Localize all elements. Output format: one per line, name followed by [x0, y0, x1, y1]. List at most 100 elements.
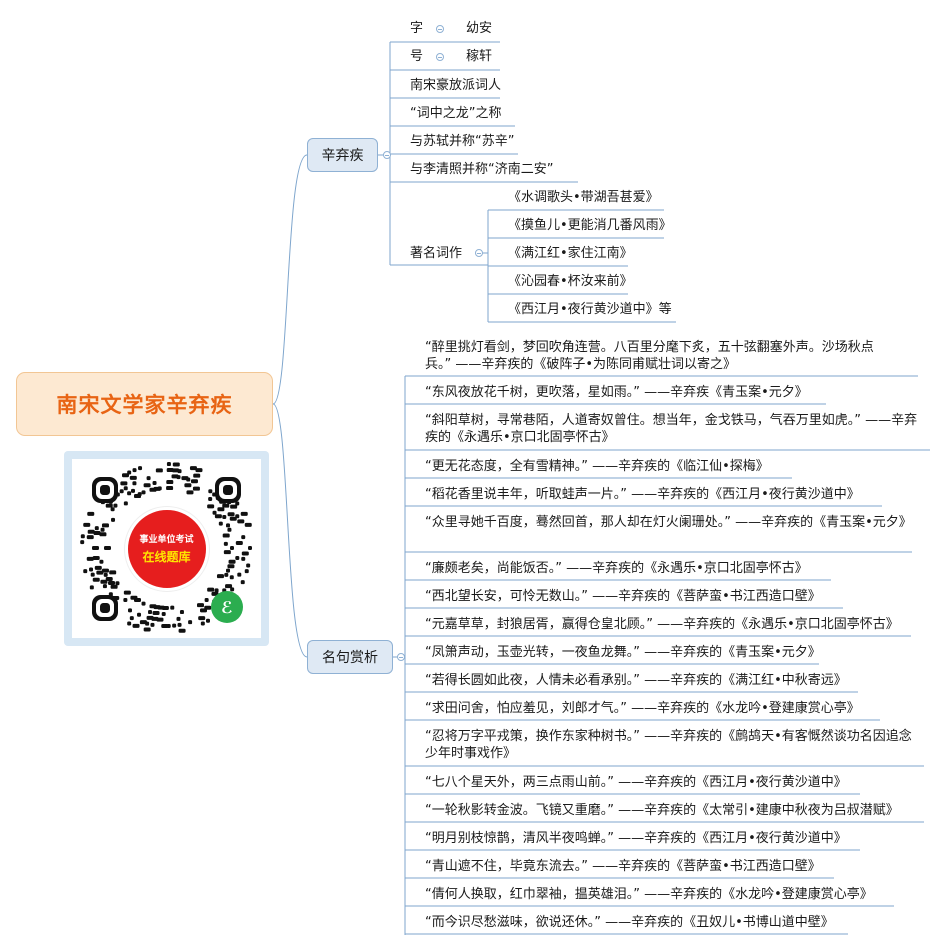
qr-dot — [152, 610, 160, 615]
qr-dot — [138, 466, 143, 471]
qr-dot — [177, 469, 182, 474]
qr-finder-mark — [100, 603, 110, 613]
qr-dot — [123, 598, 128, 603]
collapse-toggle-icon[interactable] — [436, 53, 444, 61]
qr-dot — [99, 532, 107, 537]
qr-code-pattern — [80, 462, 252, 633]
qr-dot — [223, 550, 231, 555]
qr-dot — [129, 616, 134, 621]
quote-item: “东风夜放花千树，更吹落，星如雨。” ——辛弃疾《青玉案•元夕》 — [425, 385, 808, 400]
qr-dot — [113, 503, 118, 508]
leaf-hao-label: 号 — [410, 49, 424, 64]
qr-dot — [200, 608, 207, 613]
quote-item: “倩何人换取，红巾翠袖，揾英雄泪。” ——辛弃疾的《水龙吟•登建康赏心亭》 — [425, 887, 873, 902]
qr-dot — [101, 523, 109, 528]
qr-dot — [80, 540, 85, 545]
qr-code-image: 事业单位考试 在线题库 ℰ — [72, 459, 261, 638]
qr-dot — [86, 535, 94, 540]
root-title: 南宋文学家辛弃疾 — [56, 393, 233, 417]
qr-finder-mark — [100, 485, 110, 495]
collapse-toggle-icon[interactable] — [475, 249, 483, 257]
qr-dot — [179, 610, 184, 615]
qr-dot — [207, 587, 215, 592]
qr-code-card[interactable]: 事业单位考试 在线题库 ℰ — [64, 451, 269, 646]
leaf-zi-value: 幼安 — [466, 21, 493, 36]
qr-dot — [108, 580, 116, 585]
leaf-famous-works: 著名词作 — [410, 246, 463, 261]
qr-dot — [172, 462, 180, 467]
qr-dot — [246, 563, 251, 568]
quote-item: “更无花态度，全有雪精神。” ——辛弃疾的《临江仙•探梅》 — [425, 459, 769, 474]
root-node[interactable]: 南宋文学家辛弃疾 — [16, 372, 273, 436]
qr-dot — [123, 486, 128, 491]
branch-node-xinqiji[interactable]: 辛弃疾 — [307, 138, 378, 172]
quote-item: “七八个星天外，两三点雨山前。” ——辛弃疾的《西江月•夜行黄沙道中》 — [425, 775, 847, 790]
qr-dot — [115, 581, 120, 586]
qr-dot — [87, 529, 95, 534]
qr-dot — [227, 527, 232, 532]
qr-dot — [244, 569, 249, 574]
qr-dot — [177, 622, 182, 627]
qr-dot — [186, 477, 191, 482]
collapse-toggle-icon[interactable] — [397, 653, 405, 661]
collapse-toggle-icon[interactable] — [383, 151, 391, 159]
qr-dot — [83, 569, 88, 574]
qr-dot — [166, 486, 174, 491]
quote-item: “而今识尽愁滋味，欲说还休。” ——辛弃疾的《丑奴儿•书博山道中壁》 — [425, 915, 834, 930]
qr-dot — [230, 504, 238, 509]
qr-dot — [244, 522, 252, 527]
quote-item: “元嘉草草，封狼居胥，赢得仓皇北顾。” ——辛弃疾的《永遇乐•京口北固亭怀古》 — [425, 617, 899, 632]
qr-dot — [100, 579, 108, 584]
qr-dot — [216, 574, 224, 579]
leaf-title: “词中之龙”之称 — [410, 106, 502, 121]
qr-dot — [235, 540, 243, 545]
qr-dot — [178, 628, 186, 633]
qr-dot — [166, 468, 174, 473]
qr-dot — [148, 610, 153, 615]
qr-dot — [198, 616, 206, 621]
qr-dot — [141, 601, 146, 606]
qr-dot — [190, 479, 198, 484]
qr-dot — [111, 517, 116, 522]
qr-dot — [235, 514, 240, 519]
qr-dot — [235, 501, 240, 506]
work-item: 《水调歌头•带湖吾甚爱》 — [508, 190, 659, 205]
qr-dot — [208, 489, 213, 494]
quote-item: “斜阳草树，寻常巷陌，人道寄奴曾住。想当年，金戈铁马，气吞万里如虎。” ——辛弃… — [425, 413, 918, 445]
qr-dot — [102, 584, 107, 589]
qr-dot — [206, 618, 210, 623]
qr-dot — [240, 511, 248, 516]
qr-dot — [132, 623, 140, 628]
qr-dot — [127, 621, 132, 626]
qr-dot — [101, 568, 109, 573]
qr-dot — [150, 622, 155, 627]
qr-dot — [86, 556, 94, 561]
work-item: 《满江红•家住江南》 — [508, 246, 633, 261]
qr-dot — [193, 473, 201, 478]
root-to-branch-connector — [272, 403, 308, 658]
qr-dot — [235, 556, 240, 561]
qr-dot — [161, 611, 166, 616]
mini-program-icon: ℰ — [211, 591, 243, 623]
qr-dot — [200, 621, 205, 626]
qr-dot — [188, 620, 193, 625]
qr-dot — [212, 510, 217, 515]
leaf-jinan-eran: 与李清照并称“济南二安” — [410, 162, 554, 177]
qr-dot — [222, 503, 230, 508]
qr-dot — [184, 483, 192, 488]
qr-dot — [103, 572, 108, 577]
qr-finder-mark — [223, 485, 233, 495]
qr-dot — [139, 620, 147, 625]
qr-dot — [214, 514, 222, 519]
branch-node-quotes[interactable]: 名句赏析 — [307, 640, 393, 674]
qr-dot — [166, 462, 171, 467]
qr-dot — [137, 492, 142, 497]
root-to-branch-connector — [272, 154, 308, 405]
branch-label: 名句赏析 — [322, 650, 378, 666]
qr-dot — [152, 481, 157, 486]
qr-dot — [109, 570, 117, 575]
qr-dot — [127, 491, 132, 496]
qr-dot — [105, 576, 113, 581]
collapse-toggle-icon[interactable] — [436, 25, 444, 33]
